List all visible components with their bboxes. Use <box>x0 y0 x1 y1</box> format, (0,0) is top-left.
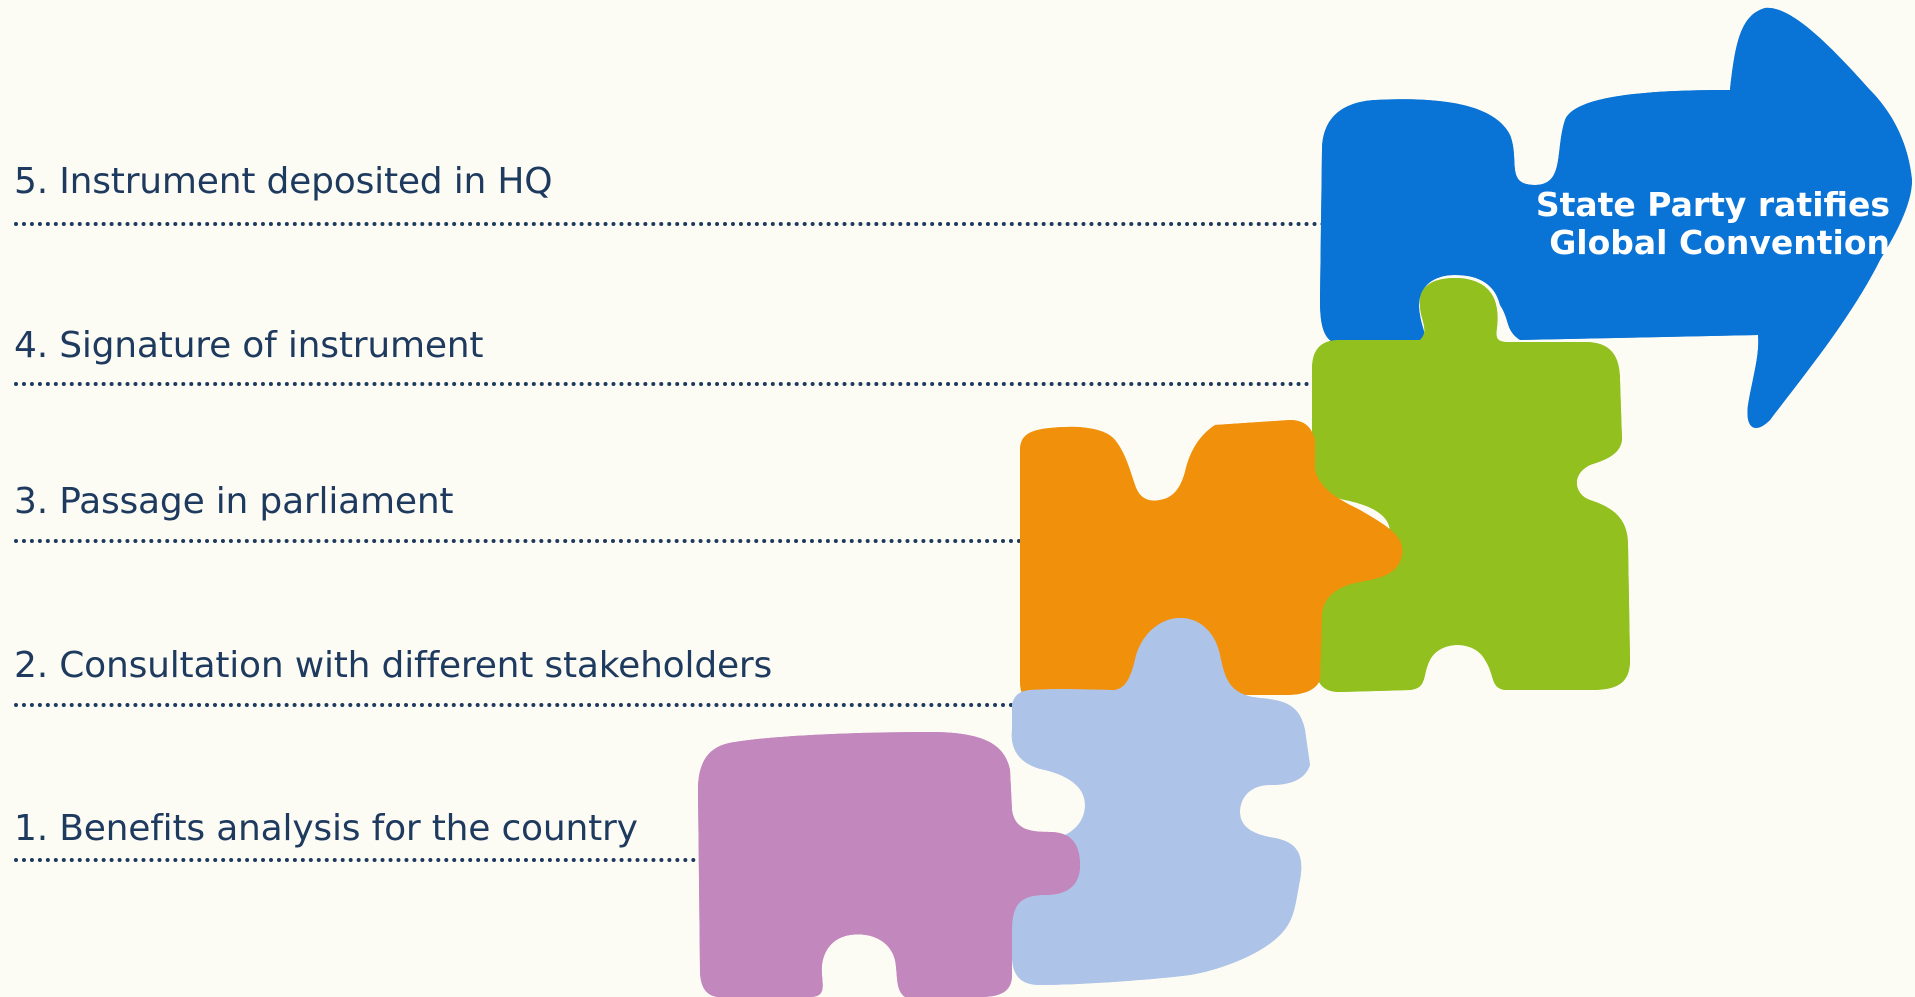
puzzle-piece-step-1 <box>698 732 1080 997</box>
puzzle-piece-step-2 <box>1011 618 1310 985</box>
puzzle-piece-step-5 <box>1320 7 1912 428</box>
puzzle-piece-step-4 <box>1312 278 1630 692</box>
step-1-label: 1. Benefits analysis for the country <box>14 808 638 849</box>
step-2-leader-line <box>14 703 1070 707</box>
step-5-label: 5. Instrument deposited in HQ <box>14 161 553 202</box>
step-1-leader-line <box>14 858 752 862</box>
step-3-label: 3. Passage in parliament <box>14 481 454 522</box>
step-2-label: 2. Consultation with different stakehold… <box>14 645 773 686</box>
step-3-leader-line <box>14 539 1070 543</box>
step-4-label: 4. Signature of instrument <box>14 325 484 366</box>
step-4-leader-line <box>14 382 1366 386</box>
step-5-leader-line <box>14 222 1366 226</box>
puzzle-piece-step-3 <box>1020 420 1403 695</box>
